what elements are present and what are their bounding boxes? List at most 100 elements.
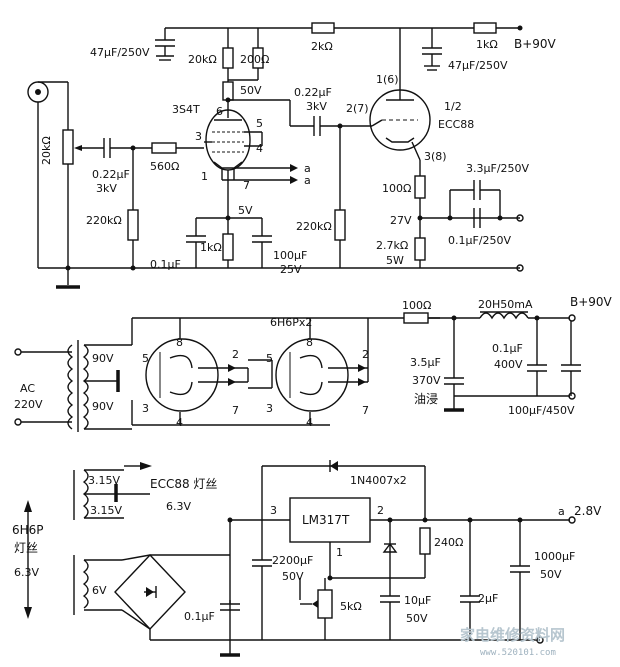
label-pin4a: 4 bbox=[256, 142, 263, 155]
label-c1000-b: 50V bbox=[540, 568, 562, 581]
label-r200: 200Ω bbox=[240, 53, 269, 66]
tube-3s4t bbox=[204, 109, 298, 218]
label-c10u-a: 10μF bbox=[404, 594, 431, 607]
label-pin3a: 3 bbox=[195, 130, 202, 143]
capacitor-47u-top bbox=[155, 28, 175, 61]
label-r240: 240Ω bbox=[434, 536, 463, 549]
label-choke: 20H50mA bbox=[478, 298, 533, 311]
cathode-network bbox=[186, 215, 272, 268]
label-pin-3-8: 3(8) bbox=[424, 150, 447, 163]
label-r1-p2: 2 bbox=[232, 348, 239, 361]
label-ecc-fil-b: 6.3V bbox=[166, 500, 191, 513]
label-r2-p5: 5 bbox=[266, 352, 273, 365]
label-c100u-b: 25V bbox=[280, 263, 302, 276]
label-r100: 100Ω bbox=[382, 182, 411, 195]
plate-coupling bbox=[225, 97, 372, 136]
label-c2u: 2μF bbox=[478, 592, 498, 605]
bridge-rectifier bbox=[114, 553, 230, 640]
label-c1000-a: 1000μF bbox=[534, 550, 575, 563]
label-3s4t: 3S4T bbox=[172, 103, 200, 116]
label-r220k-left: 220kΩ bbox=[86, 214, 122, 227]
input-section bbox=[27, 81, 204, 289]
label-pin1a: 1 bbox=[201, 170, 208, 183]
label-r100-psu: 100Ω bbox=[402, 299, 431, 312]
label-c35u-a: 3.5μF bbox=[410, 356, 441, 369]
label-c47u-right: 47μF/250V bbox=[448, 59, 508, 72]
label-r27k-a: 2.7kΩ bbox=[376, 239, 408, 252]
label-reg: LM317T bbox=[302, 513, 350, 527]
label-r2k: 2kΩ bbox=[311, 40, 333, 53]
watermark-cn: 家电维修资料网 bbox=[460, 626, 565, 644]
label-c022-in-b: 3kV bbox=[96, 182, 117, 195]
label-out-28: 2.8V bbox=[574, 504, 602, 518]
label-r1-p4: 4 bbox=[176, 416, 183, 429]
label-c35u-c: 油浸 bbox=[414, 392, 438, 406]
label-c10u-b: 50V bbox=[406, 612, 428, 625]
label-out-a: a bbox=[558, 505, 565, 518]
label-pin-2-7: 2(7) bbox=[346, 102, 369, 115]
filament-transformer bbox=[24, 462, 152, 619]
label-r5k: 5kΩ bbox=[340, 600, 362, 613]
label-bplus-top: B+90V bbox=[514, 37, 557, 51]
label-r1-p3: 3 bbox=[142, 402, 149, 415]
label-h6p-c: 6.3V bbox=[14, 566, 39, 579]
label-pin5a: 5 bbox=[256, 117, 263, 130]
capacitor-47u-right bbox=[422, 28, 442, 71]
label-c47u-top: 47μF/250V bbox=[90, 46, 150, 59]
label-c01-cath: 0.1μF bbox=[150, 258, 181, 271]
rectifier-section bbox=[131, 317, 420, 426]
label-r2-p7: 7 bbox=[362, 404, 369, 417]
label-reg-p2: 2 bbox=[377, 504, 384, 517]
label-90v-a: 90V bbox=[92, 352, 114, 365]
label-diode: 1N4007x2 bbox=[350, 474, 407, 487]
label-reg-p1: 1 bbox=[336, 546, 343, 559]
label-315v-a: 3.15V bbox=[88, 474, 120, 487]
label-5v: 5V bbox=[238, 204, 253, 217]
hv-transformer bbox=[14, 340, 132, 432]
regulator bbox=[150, 460, 576, 657]
label-50v: 50V bbox=[240, 84, 262, 97]
tube-ecc88 bbox=[334, 28, 524, 268]
label-c022-in-a: 0.22μF bbox=[92, 168, 130, 181]
label-c35u-b: 370V bbox=[412, 374, 441, 387]
label-r27k-b: 5W bbox=[386, 254, 404, 267]
label-tube-ecc88: ECC88 bbox=[438, 118, 474, 131]
label-c2200-b: 50V bbox=[282, 570, 304, 583]
label-r220k-right: 220kΩ bbox=[296, 220, 332, 233]
top-ground-rail bbox=[68, 264, 524, 272]
label-r2-p2: 2 bbox=[362, 348, 369, 361]
label-pin-1-6: 1(6) bbox=[376, 73, 399, 86]
label-c2200-a: 2200μF bbox=[272, 554, 313, 567]
label-r1k-cath: 1kΩ bbox=[200, 241, 222, 254]
label-out-a2: a bbox=[304, 174, 311, 187]
label-pin6: 6 bbox=[216, 105, 223, 118]
label-r1-p8: 8 bbox=[176, 336, 183, 349]
label-reg-p3: 3 bbox=[270, 504, 277, 517]
label-rect-title: 6H6Px2 bbox=[270, 316, 312, 329]
label-c01-250: 0.1μF/250V bbox=[448, 234, 512, 247]
label-r20k-pot: 20kΩ bbox=[40, 136, 53, 165]
hv-filter bbox=[403, 311, 581, 412]
label-c01-400a: 0.1μF bbox=[492, 342, 523, 355]
label-h6p-b: 灯丝 bbox=[14, 541, 38, 555]
label-r560: 560Ω bbox=[150, 160, 179, 173]
label-90v-b: 90V bbox=[92, 400, 114, 413]
label-pin7a: 7 bbox=[243, 179, 250, 192]
label-ac-a: AC bbox=[20, 382, 35, 395]
label-r2-p4: 4 bbox=[306, 416, 313, 429]
label-315v-b: 3.15V bbox=[90, 504, 122, 517]
label-bplus-psu: B+90V bbox=[570, 295, 613, 309]
label-ac-b: 220V bbox=[14, 398, 43, 411]
label-h6p-a: 6H6P bbox=[12, 523, 44, 537]
label-27v: 27V bbox=[390, 214, 412, 227]
label-r1k-top: 1kΩ bbox=[476, 38, 498, 51]
label-r1-p5: 5 bbox=[142, 352, 149, 365]
label-c01-400b: 400V bbox=[494, 358, 523, 371]
label-r2-p8: 8 bbox=[306, 336, 313, 349]
label-c022-mid-a: 0.22μF bbox=[294, 86, 332, 99]
label-r20k: 20kΩ bbox=[188, 53, 217, 66]
label-c100u-450: 100μF/450V bbox=[508, 404, 575, 417]
label-tube-half: 1/2 bbox=[444, 100, 462, 113]
label-c100u-a: 100μF bbox=[273, 249, 307, 262]
